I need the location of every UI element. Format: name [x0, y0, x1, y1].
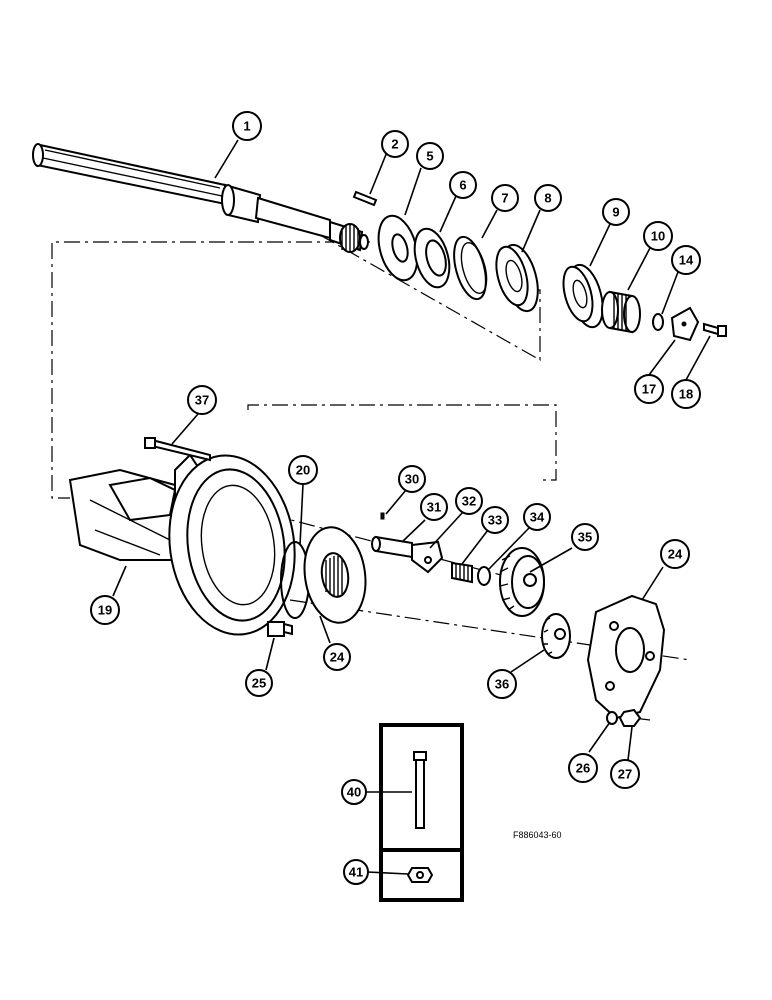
callout-label: 31 [427, 500, 441, 515]
callout-label: 34 [530, 510, 545, 525]
washer-part-5 [377, 214, 419, 282]
callout-18: 18 [671, 379, 701, 409]
bearing-part-9 [562, 263, 604, 329]
bolt-part-37 [144, 437, 211, 462]
nut-part-27 [618, 708, 642, 727]
callout-label: 33 [488, 513, 502, 528]
washer-part-34 [477, 566, 491, 586]
callout-25: 25 [245, 669, 273, 697]
callout-41: 41 [343, 859, 369, 885]
bearing-part-33 [451, 561, 473, 584]
callout-1: 1 [232, 111, 262, 141]
leader-lines [112, 139, 711, 875]
kit-box [379, 723, 464, 902]
callout-5: 5 [416, 142, 444, 170]
callout-2: 2 [381, 130, 409, 158]
callout-label: 37 [195, 393, 209, 408]
callout-label: 19 [98, 603, 112, 618]
callout-label: 40 [347, 785, 361, 800]
callout-label: 27 [618, 767, 632, 782]
needle-bearing-part-10 [601, 290, 641, 334]
callout-30: 30 [398, 465, 426, 493]
callout-label: 9 [612, 205, 619, 220]
callout-label: 17 [642, 382, 656, 397]
callout-17: 17 [634, 374, 664, 404]
callout-37: 37 [187, 385, 217, 415]
callout-label: 2 [391, 137, 398, 152]
callout-7: 7 [491, 184, 519, 212]
pin-part-30 [380, 512, 385, 520]
bolt-part-18 [703, 322, 727, 337]
shaft-part-1 [32, 143, 369, 253]
washer-part-26 [606, 711, 618, 725]
plate-part-17 [670, 306, 700, 342]
callout-label: 7 [501, 191, 508, 206]
callout-27: 27 [610, 759, 640, 789]
callout-24-left: 24 [323, 643, 351, 671]
shaft-part-31 [371, 535, 413, 559]
gear-part-35 [499, 547, 545, 617]
gear-part-36 [541, 613, 571, 659]
callout-32: 32 [455, 487, 483, 515]
callout-label: 36 [495, 677, 509, 692]
callout-34: 34 [523, 503, 551, 531]
housing-part-19 [68, 453, 296, 636]
callout-35: 35 [571, 523, 599, 551]
callout-24-right: 24 [660, 539, 690, 569]
plate-part-32 [411, 540, 444, 574]
callout-9: 9 [602, 198, 630, 226]
callout-label: 14 [679, 253, 694, 268]
callout-19: 19 [90, 595, 120, 625]
fitting-part-25 [267, 621, 293, 637]
bearing-cup-part-7 [453, 235, 488, 301]
callout-label: 6 [459, 178, 466, 193]
plate-part-24-left [303, 526, 367, 624]
callout-label: 41 [349, 865, 363, 880]
ring-part-6 [413, 227, 451, 289]
callout-31: 31 [420, 493, 448, 521]
bearing-part-8 [495, 243, 539, 313]
callout-36: 36 [487, 669, 517, 699]
callout-label: 18 [679, 387, 693, 402]
callout-label: 26 [576, 761, 590, 776]
callout-label: 5 [426, 149, 433, 164]
nut-part-41 [406, 867, 434, 883]
callout-label: 30 [405, 472, 419, 487]
callout-label: 24 [330, 650, 345, 665]
callout-14: 14 [671, 245, 701, 275]
plate-part-24-right [586, 594, 666, 720]
callout-label: 24 [668, 547, 683, 562]
callout-label: 20 [296, 463, 310, 478]
screw-part-2 [352, 190, 378, 207]
washer-part-14 [652, 313, 664, 331]
callout-40: 40 [341, 779, 367, 805]
callout-8: 8 [534, 184, 562, 212]
callout-26: 26 [568, 753, 598, 783]
callout-label: 32 [462, 494, 476, 509]
callout-label: 25 [252, 676, 266, 691]
callout-20: 20 [288, 455, 318, 485]
drawing-code: F886043-60 [513, 830, 562, 840]
callout-label: 35 [578, 530, 592, 545]
bolt-part-40 [413, 751, 427, 829]
callout-label: 1 [243, 119, 250, 134]
callout-33: 33 [481, 506, 509, 534]
callout-6: 6 [449, 171, 477, 199]
callout-label: 10 [651, 229, 665, 244]
callout-label: 8 [544, 191, 551, 206]
callout-10: 10 [643, 221, 673, 251]
